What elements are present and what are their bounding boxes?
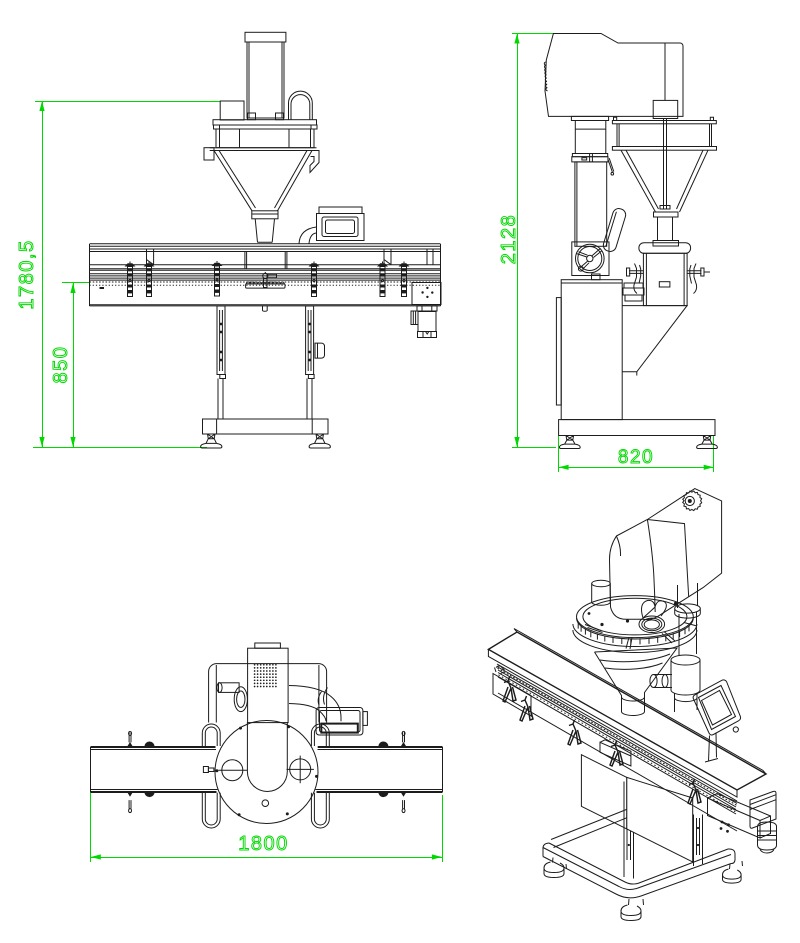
svg-text:2128: 2128 [498, 214, 520, 265]
svg-text:1780,5: 1780,5 [16, 239, 38, 309]
svg-text:820: 820 [618, 447, 654, 468]
svg-text:1800: 1800 [238, 833, 289, 855]
svg-text:850: 850 [50, 346, 72, 384]
